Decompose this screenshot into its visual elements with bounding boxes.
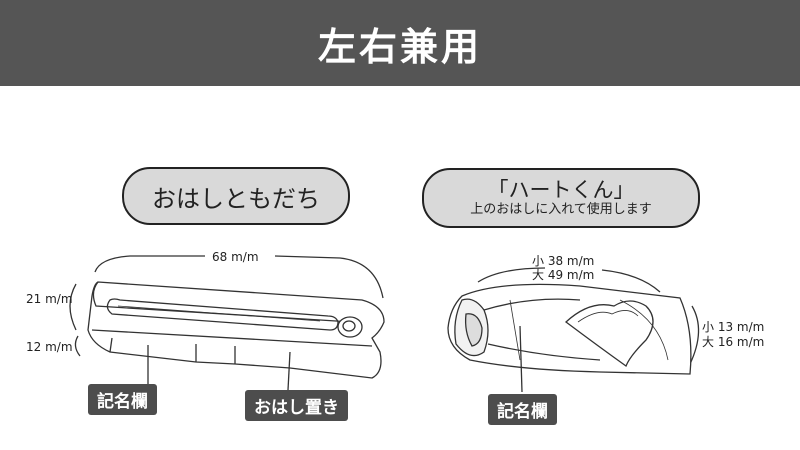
- product-name-right: 「ハートくん」: [487, 178, 635, 202]
- product-name-left: おはしともだち: [152, 184, 320, 213]
- dim-length: 68 m/m: [212, 250, 259, 264]
- tag-chopstick-rest: おはし置き: [245, 390, 348, 421]
- tag-name-field-left: 記名欄: [88, 384, 157, 415]
- dim-height: 21 m/m: [26, 292, 73, 306]
- dim-top-large: 大 49 m/m: [532, 268, 595, 282]
- tag-name-field-right: 記名欄: [488, 394, 557, 425]
- dim-side-small: 小 13 m/m: [702, 320, 765, 334]
- heart-sleeve-drawing: [447, 267, 700, 393]
- dim-side-large: 大 16 m/m: [702, 335, 765, 349]
- product-name-badge-right: 「ハートくん」 上のおはしに入れて使用します: [422, 168, 700, 228]
- product-name-badge-left: おはしともだち: [122, 167, 350, 225]
- page-title: 左右兼用: [317, 24, 482, 69]
- chopstick-holder-drawing: [69, 255, 385, 391]
- dim-thickness: 12 m/m: [26, 340, 73, 354]
- header-bar: 左右兼用: [0, 0, 800, 86]
- product-subtitle-right: 上のおはしに入れて使用します: [470, 202, 652, 217]
- dim-top-small: 小 38 m/m: [532, 254, 595, 268]
